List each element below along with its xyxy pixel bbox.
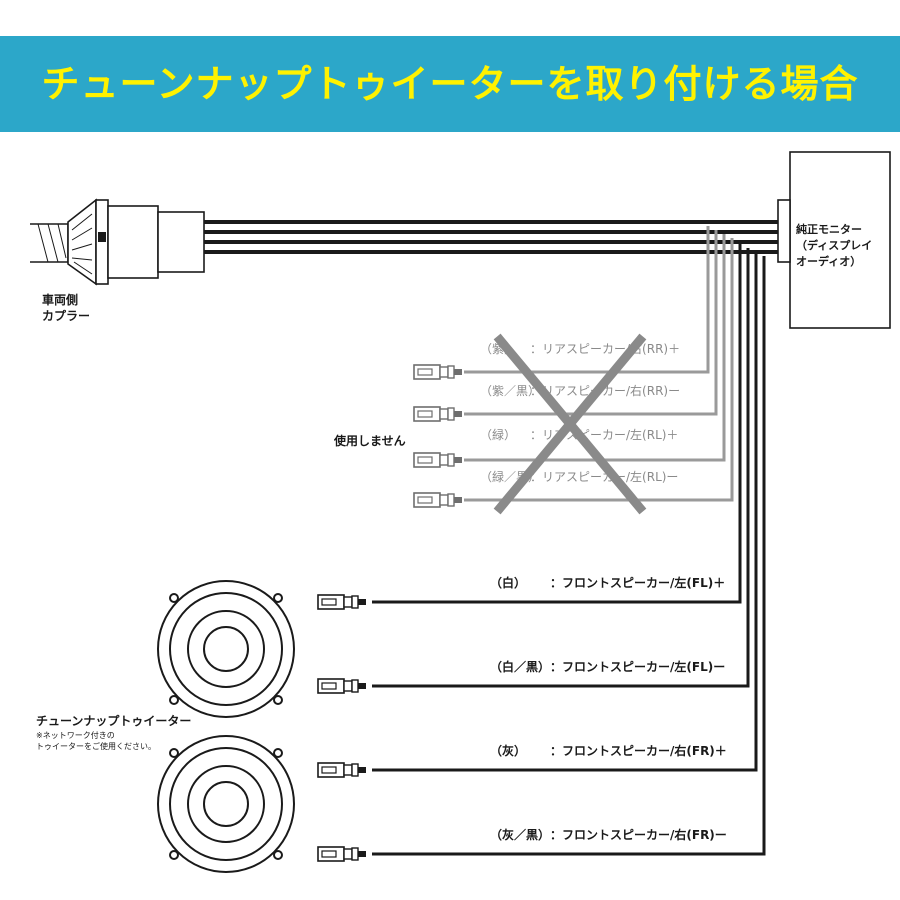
unused-wire-desc-label: ：リアスピーカー/左(RL)ー	[530, 470, 679, 484]
unused-cross-mark	[493, 333, 647, 515]
vehicle-coupler-label: 車両側 カプラー	[42, 293, 91, 323]
unused-label: 使用しません	[334, 434, 406, 448]
unused-wire-color-label: （紫／黒）	[480, 384, 541, 398]
title-banner: チューンナップトゥイーターを取り付ける場合	[0, 36, 900, 132]
unused-wire-desc-label: ：リアスピーカー/左(RL)＋	[530, 428, 679, 442]
tweeter-note: ※ネットワーク付きの トゥイーターをご使用ください。	[36, 731, 156, 751]
connector-rl-minus	[413, 492, 463, 508]
front-wire-desc-label: ：フロントスピーカー/右(FR)＋	[550, 744, 727, 758]
oem-monitor-box	[777, 151, 891, 329]
unused-wire-color-label: （緑／黒）	[480, 470, 541, 484]
unused-wire-color-label: （紫）	[480, 342, 517, 356]
vehicle-coupler	[30, 198, 205, 286]
connector-rr-plus	[413, 364, 463, 380]
front-wire-color-label: （白）	[490, 576, 527, 590]
tweeter-speaker-left	[157, 580, 295, 718]
front-wire-desc-label: ：フロントスピーカー/左(FL)＋	[550, 576, 726, 590]
connector-fl-minus	[317, 678, 367, 694]
front-wire-color-label: （灰）	[490, 744, 527, 758]
tweeter-speaker-right	[157, 735, 295, 873]
connector-rl-plus	[413, 452, 463, 468]
front-wire-desc-label: ：フロントスピーカー/右(FR)ー	[550, 828, 727, 842]
page-title: チューンナップトゥイーターを取り付ける場合	[41, 62, 859, 106]
main-harness	[204, 220, 778, 254]
oem-monitor-label: 純正モニター （ディスプレイ オーディオ）	[796, 223, 873, 268]
tweeter-label: チューンナップトゥイーター	[36, 714, 192, 728]
connector-fl-plus	[317, 594, 367, 610]
unused-wires	[464, 226, 734, 502]
front-wire-color-label: （白／黒）	[490, 660, 551, 674]
front-wire-desc-label: ：フロントスピーカー/左(FL)ー	[550, 660, 726, 674]
front-wires	[372, 244, 766, 856]
connector-fr-minus	[317, 846, 367, 862]
connector-fr-plus	[317, 762, 367, 778]
unused-wire-color-label: （緑）	[480, 428, 517, 442]
unused-wire-desc-label: ：リアスピーカー/右(RR)＋	[530, 342, 681, 356]
connector-rr-minus	[413, 406, 463, 422]
unused-wire-desc-label: ：リアスピーカー/右(RR)ー	[530, 384, 681, 398]
front-wire-color-label: （灰／黒）	[490, 828, 551, 842]
